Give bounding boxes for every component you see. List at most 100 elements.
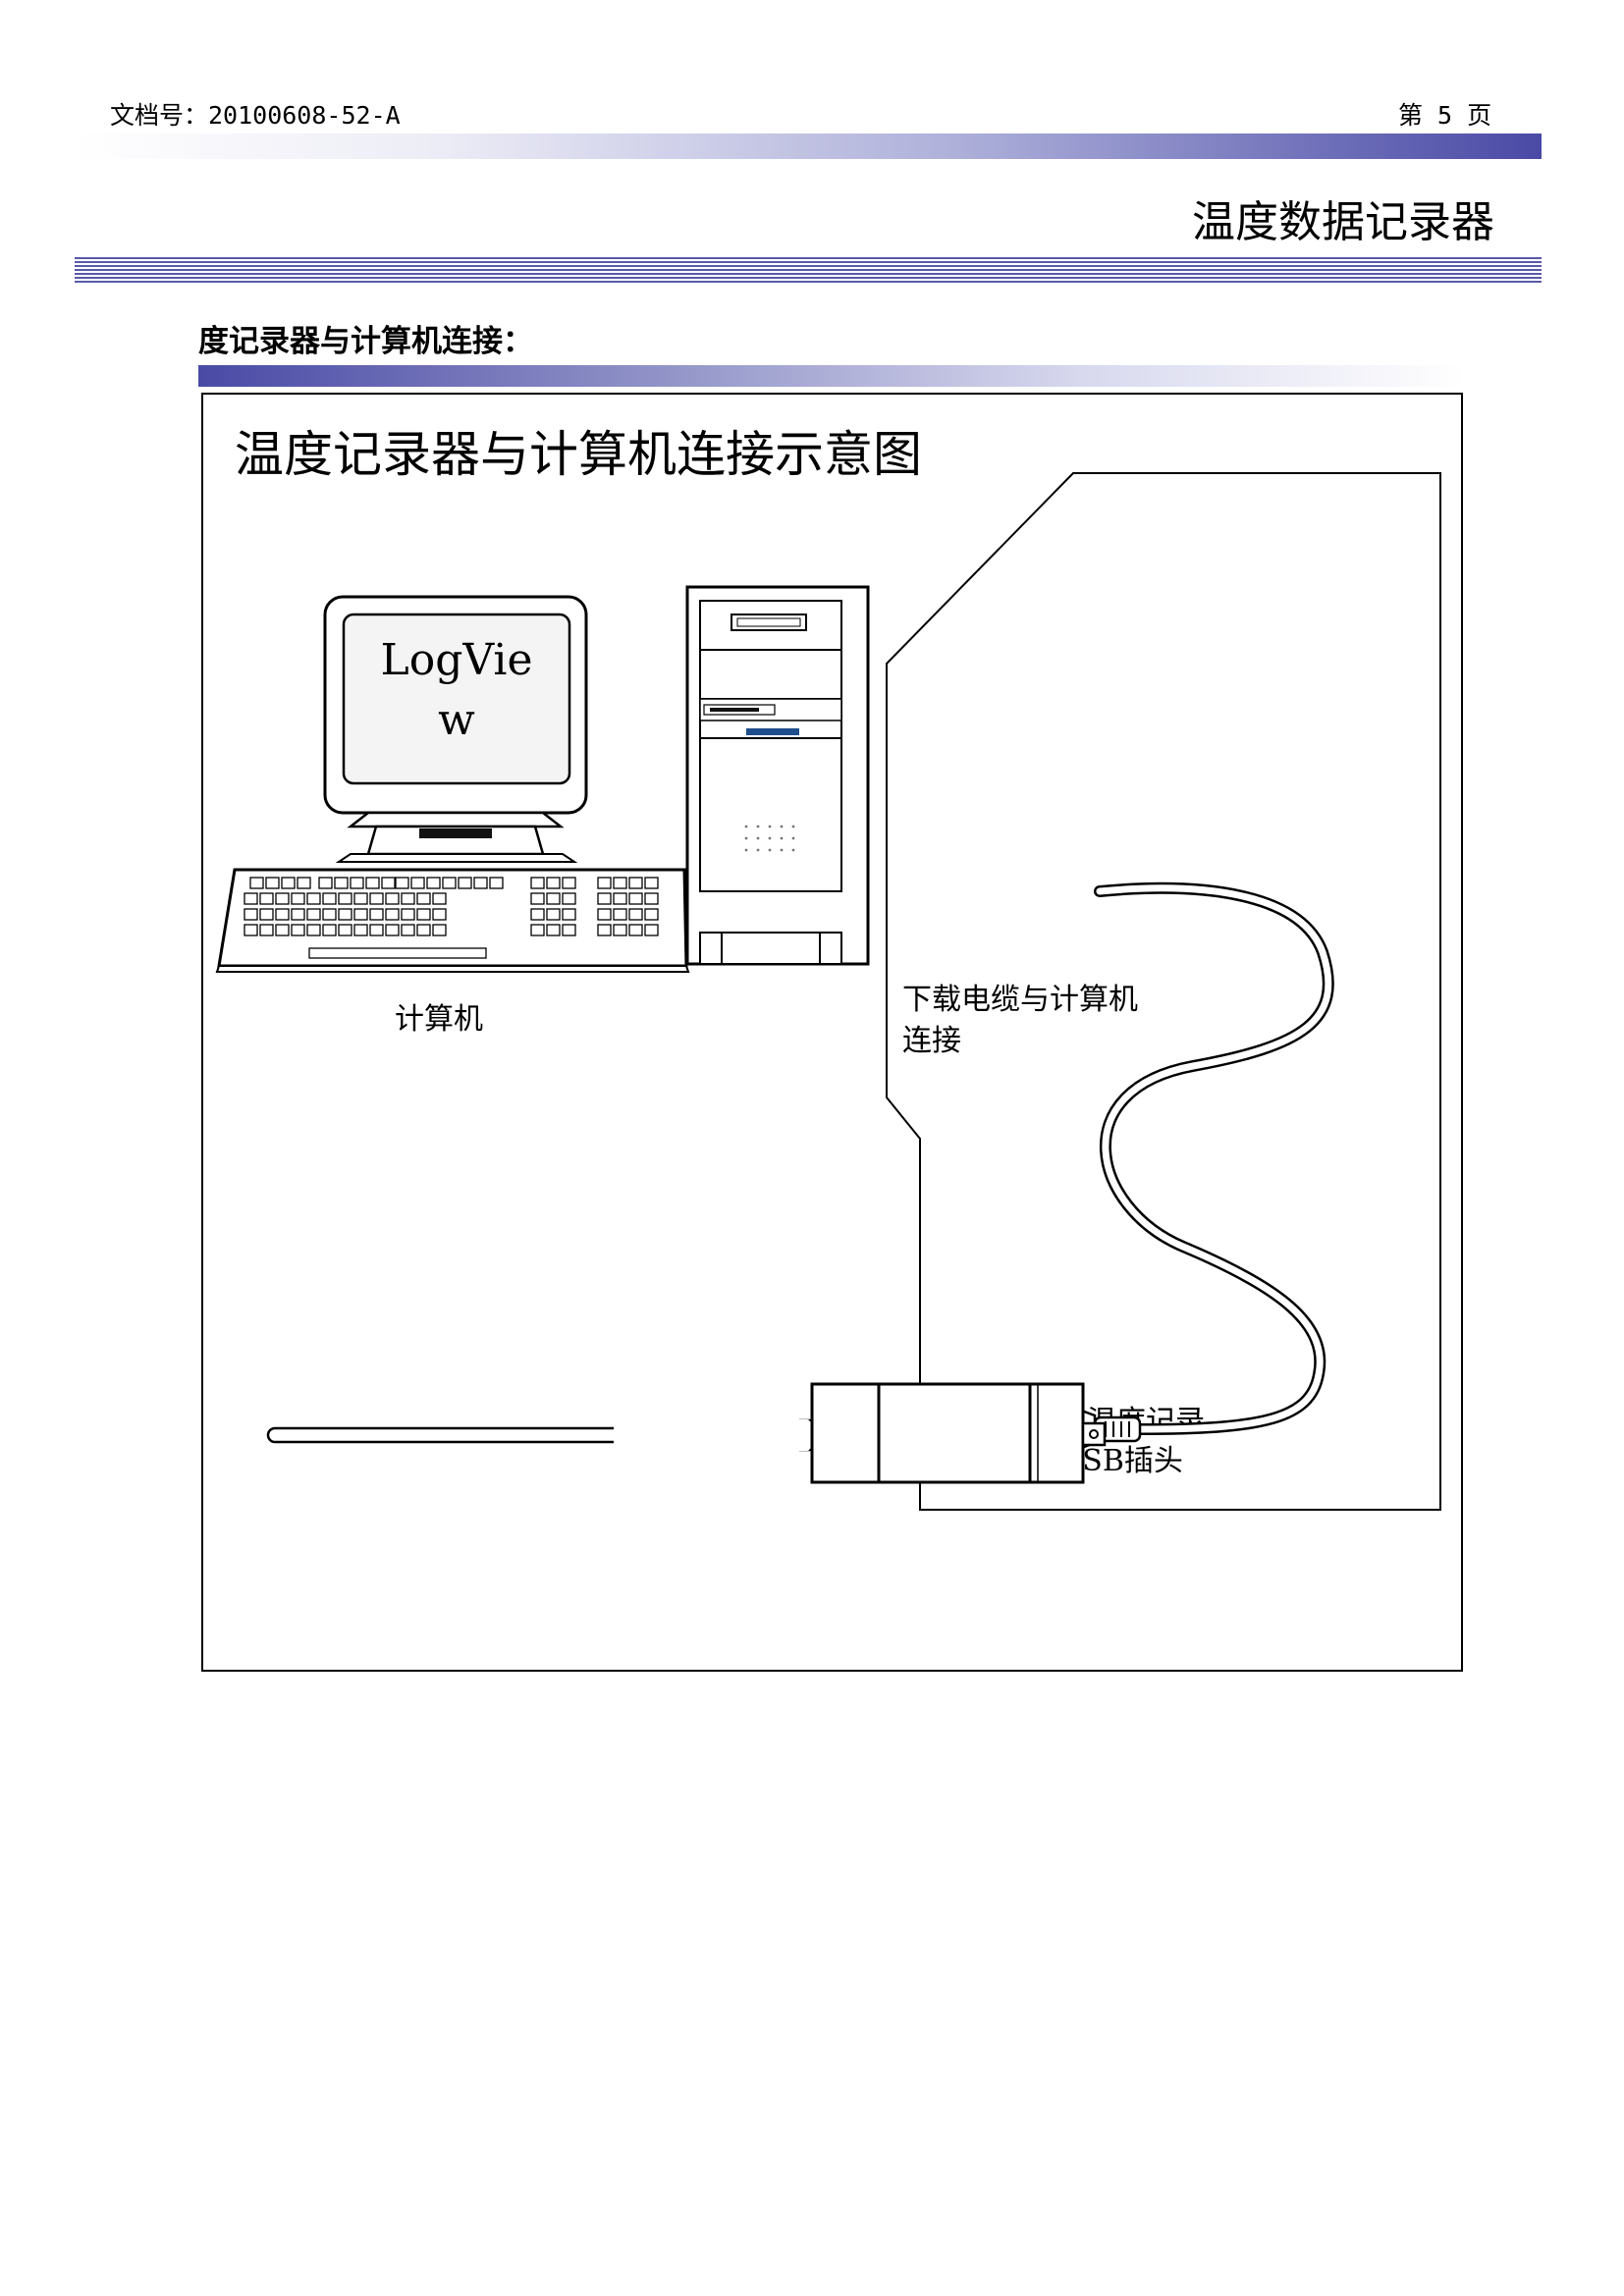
keyboard-key bbox=[291, 908, 305, 921]
keyboard-key bbox=[401, 908, 415, 921]
keyboard-key bbox=[259, 892, 274, 905]
keyboard-key bbox=[562, 892, 576, 905]
keyboard-key bbox=[275, 892, 290, 905]
keyboard-key bbox=[322, 924, 337, 936]
section-heading: 度记录器与计算机连接： bbox=[198, 324, 533, 359]
keyboard-key bbox=[613, 908, 627, 921]
keyboard-key bbox=[385, 908, 400, 921]
keyboard-key bbox=[426, 877, 441, 889]
keyboard-key bbox=[401, 924, 415, 936]
keyboard-key bbox=[259, 924, 274, 936]
keyboard-key bbox=[628, 924, 643, 936]
keyboard-key bbox=[369, 892, 384, 905]
keyboard-key bbox=[365, 877, 380, 889]
keyboard-key bbox=[291, 924, 305, 936]
keyboard-key bbox=[530, 908, 545, 921]
keyboard-key bbox=[385, 924, 400, 936]
keyboard-key bbox=[306, 908, 321, 921]
keyboard-key bbox=[416, 924, 431, 936]
keyboard-key bbox=[275, 924, 290, 936]
keyboard-key bbox=[244, 892, 258, 905]
keyboard-key bbox=[644, 924, 659, 936]
keyboard-key bbox=[416, 892, 431, 905]
keyboard-key bbox=[353, 892, 368, 905]
keyboard-key bbox=[613, 877, 627, 889]
screen-text-line2: w bbox=[438, 695, 475, 745]
keyboard-key bbox=[546, 877, 561, 889]
keyboard-key bbox=[432, 924, 447, 936]
keyboard-key bbox=[546, 908, 561, 921]
keyboard-key bbox=[562, 908, 576, 921]
keyboard-key bbox=[546, 924, 561, 936]
tower-badge bbox=[746, 728, 799, 735]
keyboard-key bbox=[265, 877, 280, 889]
keyboard-key bbox=[597, 892, 612, 905]
document-title: 温度数据记录器 bbox=[1192, 197, 1494, 247]
keyboard-key bbox=[244, 908, 258, 921]
keyboard-key bbox=[350, 877, 364, 889]
screen-text-line1: LogVie bbox=[381, 635, 533, 685]
computer-tower-icon bbox=[685, 585, 870, 966]
keyboard-key bbox=[338, 924, 352, 936]
keyboard-key bbox=[530, 892, 545, 905]
keyboard-key bbox=[306, 892, 321, 905]
keyboard-key bbox=[597, 877, 612, 889]
keyboard-key bbox=[597, 908, 612, 921]
keyboard-key bbox=[259, 908, 274, 921]
keyboard-key bbox=[291, 892, 305, 905]
keyboard-key bbox=[297, 877, 311, 889]
keyboard-key bbox=[401, 892, 415, 905]
keyboard-key bbox=[613, 924, 627, 936]
keyboard-key bbox=[644, 908, 659, 921]
keyboard-key bbox=[385, 892, 400, 905]
keyboard-key bbox=[473, 877, 488, 889]
keyboard-key bbox=[381, 877, 396, 889]
keyboard-key bbox=[644, 892, 659, 905]
keyboard-key bbox=[322, 892, 337, 905]
keyboard-icon bbox=[215, 868, 690, 973]
keyboard-key bbox=[369, 924, 384, 936]
keyboard-key bbox=[628, 877, 643, 889]
keyboard-key bbox=[322, 908, 337, 921]
diagram-frame bbox=[201, 393, 1463, 1672]
keyboard-key bbox=[416, 908, 431, 921]
header-gradient-bar bbox=[75, 133, 1542, 159]
keyboard-key bbox=[306, 924, 321, 936]
download-cable bbox=[1094, 881, 1334, 1435]
keyboard-key bbox=[410, 877, 425, 889]
page-number: 第 5 页 bbox=[1398, 101, 1492, 130]
header-rule-lines bbox=[75, 257, 1542, 283]
cable-pc-label-line2: 连接 bbox=[902, 1024, 961, 1058]
keyboard-key bbox=[613, 892, 627, 905]
keyboard-key bbox=[338, 892, 352, 905]
document-number: 文档号：20100608-52-A bbox=[110, 101, 401, 130]
cable-inset-panel bbox=[886, 472, 1441, 1511]
keyboard-key bbox=[432, 908, 447, 921]
keyboard-key bbox=[395, 877, 409, 889]
computer-label: 计算机 bbox=[395, 1002, 483, 1037]
keyboard-key bbox=[432, 892, 447, 905]
temperature-logger-icon bbox=[266, 1382, 1107, 1484]
cable-pc-label-line1: 下载电缆与计算机 bbox=[902, 983, 1138, 1017]
keyboard-key bbox=[562, 877, 576, 889]
keyboard-key bbox=[628, 892, 643, 905]
keyboard-key bbox=[334, 877, 349, 889]
keyboard-key bbox=[275, 908, 290, 921]
keyboard-key bbox=[597, 924, 612, 936]
monitor-icon bbox=[323, 595, 588, 863]
keyboard-key bbox=[249, 877, 264, 889]
keyboard-key bbox=[338, 908, 352, 921]
keyboard-key bbox=[489, 877, 504, 889]
section-gradient-bar bbox=[198, 365, 1465, 387]
keyboard-key bbox=[530, 924, 545, 936]
keyboard-key bbox=[458, 877, 472, 889]
keyboard-key bbox=[281, 877, 296, 889]
keyboard-key bbox=[644, 877, 659, 889]
keyboard-key bbox=[353, 924, 368, 936]
diagram-title: 温度记录器与计算机连接示意图 bbox=[235, 426, 922, 483]
connection-diagram: 温度记录器与计算机连接示意图 LogVie w bbox=[201, 393, 1463, 1672]
keyboard-key bbox=[442, 877, 457, 889]
keyboard-key bbox=[369, 908, 384, 921]
keyboard-key bbox=[353, 908, 368, 921]
keyboard-key bbox=[562, 924, 576, 936]
